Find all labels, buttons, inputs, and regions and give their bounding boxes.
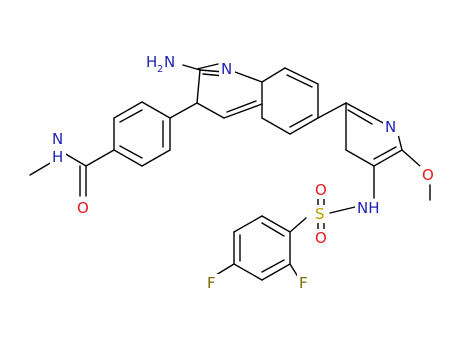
bond	[286, 74, 313, 88]
bond	[119, 109, 143, 123]
bond	[141, 149, 171, 167]
bond	[119, 145, 143, 159]
amide-h-text: H	[52, 148, 63, 166]
bond	[223, 103, 263, 119]
bond	[345, 102, 375, 119]
bond	[226, 100, 257, 113]
quinoline-n-text: N	[221, 60, 232, 78]
bond-layer	[29, 63, 431, 281]
bond	[141, 101, 171, 119]
bond	[373, 149, 403, 167]
pyridine-n-text: N	[385, 118, 396, 136]
bond	[196, 63, 219, 70]
methoxy-o-text: O	[422, 166, 434, 184]
bond	[29, 161, 53, 176]
methoxy-oxygen-label: O	[420, 166, 436, 184]
bond	[317, 102, 347, 119]
bond	[289, 114, 313, 128]
bond	[234, 71, 263, 83]
fluorine-para-text: F	[207, 274, 216, 292]
bond	[261, 259, 285, 273]
bond	[196, 102, 225, 119]
bond	[261, 222, 285, 237]
bond	[182, 64, 201, 71]
bond	[233, 263, 263, 281]
bond	[113, 149, 143, 167]
sulfonamide-nh-label: NH	[355, 199, 383, 217]
pyridine-nitrogen-label: N	[383, 118, 399, 136]
bond	[63, 152, 87, 167]
sulfonyl-s-text: S	[315, 205, 325, 223]
bond	[284, 67, 319, 85]
bond	[85, 149, 115, 167]
bond	[397, 133, 403, 151]
sulfonyl-o2-text: O	[315, 229, 327, 247]
fluorine-ortho-label: F	[297, 274, 311, 292]
bond	[215, 263, 235, 276]
amide-nh-label: N H	[50, 130, 66, 166]
amino-n-label: N	[164, 53, 175, 71]
amide-oxygen-label: O	[75, 199, 91, 217]
fluorine-ortho-text: F	[299, 274, 308, 292]
atom-layer: H 2 N N N N H O O	[50, 52, 436, 292]
bond	[401, 149, 421, 167]
bond	[196, 69, 201, 104]
bond	[373, 146, 397, 160]
amide-n-text: N	[52, 130, 63, 148]
bond	[261, 117, 291, 135]
bond	[169, 102, 198, 119]
bond	[329, 206, 356, 214]
bond	[289, 117, 319, 135]
bond	[261, 263, 291, 281]
amino-group-label: H 2 N	[143, 52, 181, 75]
quinoline-nitrogen-label: N	[219, 60, 235, 78]
bond	[113, 101, 143, 119]
bond	[289, 217, 307, 233]
sulfonamide-nh-text: NH	[357, 199, 380, 217]
amino-h-label: H	[146, 53, 157, 71]
sulfonyl-oxygen-bottom-label: O	[313, 229, 329, 247]
sulfonyl-oxygen-top-label: O	[313, 181, 329, 199]
amino-subscript: 2	[157, 64, 163, 75]
bond	[233, 215, 263, 233]
bond	[261, 215, 291, 233]
sulfonyl-sulfur-label: S	[313, 205, 329, 223]
amide-o-text: O	[77, 199, 89, 217]
bond	[347, 109, 373, 125]
bond	[261, 67, 286, 83]
fluorine-para-label: F	[205, 274, 219, 292]
bond	[345, 149, 375, 167]
sulfonyl-o1-text: O	[315, 181, 327, 199]
